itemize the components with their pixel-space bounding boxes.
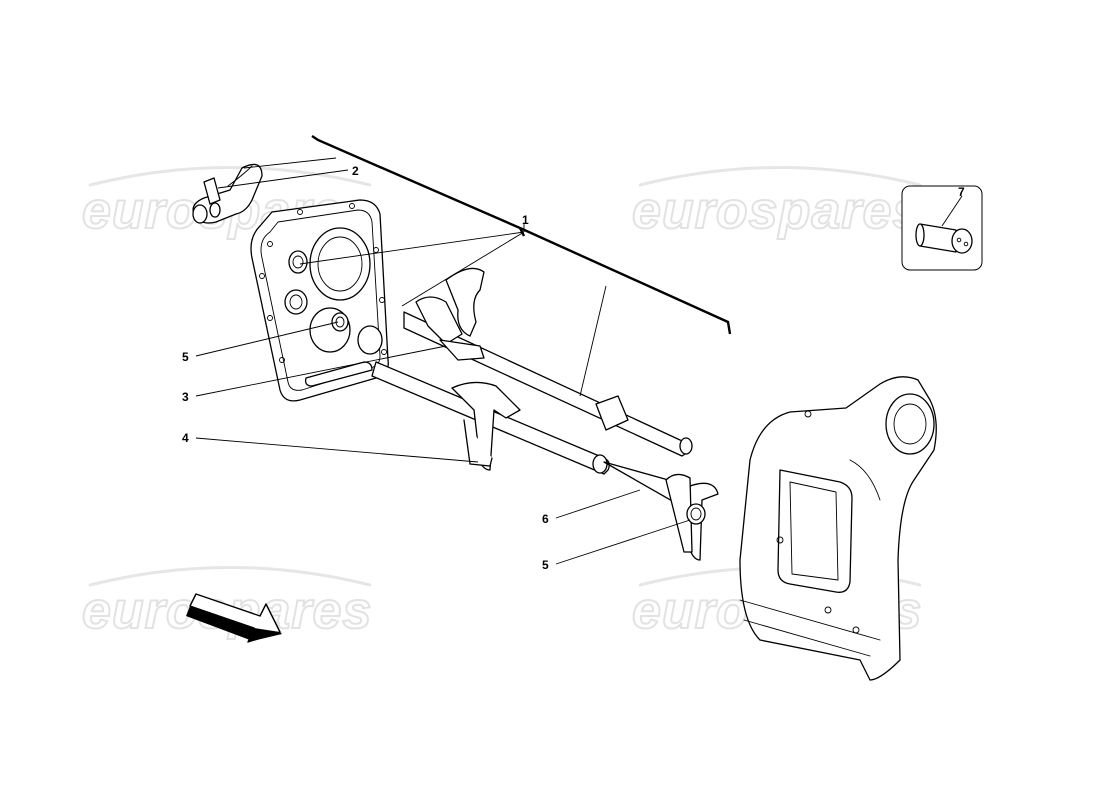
arrow-right-down-icon	[186, 593, 282, 643]
callout-labels: 2 1 5 3 4 6 5 7	[182, 164, 965, 572]
gearbox-cover-plate	[250, 199, 389, 402]
detail-inset	[901, 185, 983, 271]
callout-5-upper: 5	[182, 350, 189, 364]
callout-2: 2	[352, 164, 359, 178]
callout-5-lower: 5	[542, 558, 549, 572]
small-selector-fork	[192, 163, 263, 224]
lower-shift-rod	[371, 361, 719, 561]
leader-lines	[195, 157, 963, 565]
callout-6: 6	[542, 512, 549, 526]
callout-4: 4	[182, 431, 189, 445]
watermark-top-right: eurospares	[632, 182, 922, 240]
callout-7: 7	[958, 185, 965, 199]
gearbox-casing	[739, 376, 937, 681]
callout-1: 1	[522, 213, 529, 227]
upper-shift-rod	[403, 267, 693, 457]
callout-3: 3	[182, 390, 189, 404]
